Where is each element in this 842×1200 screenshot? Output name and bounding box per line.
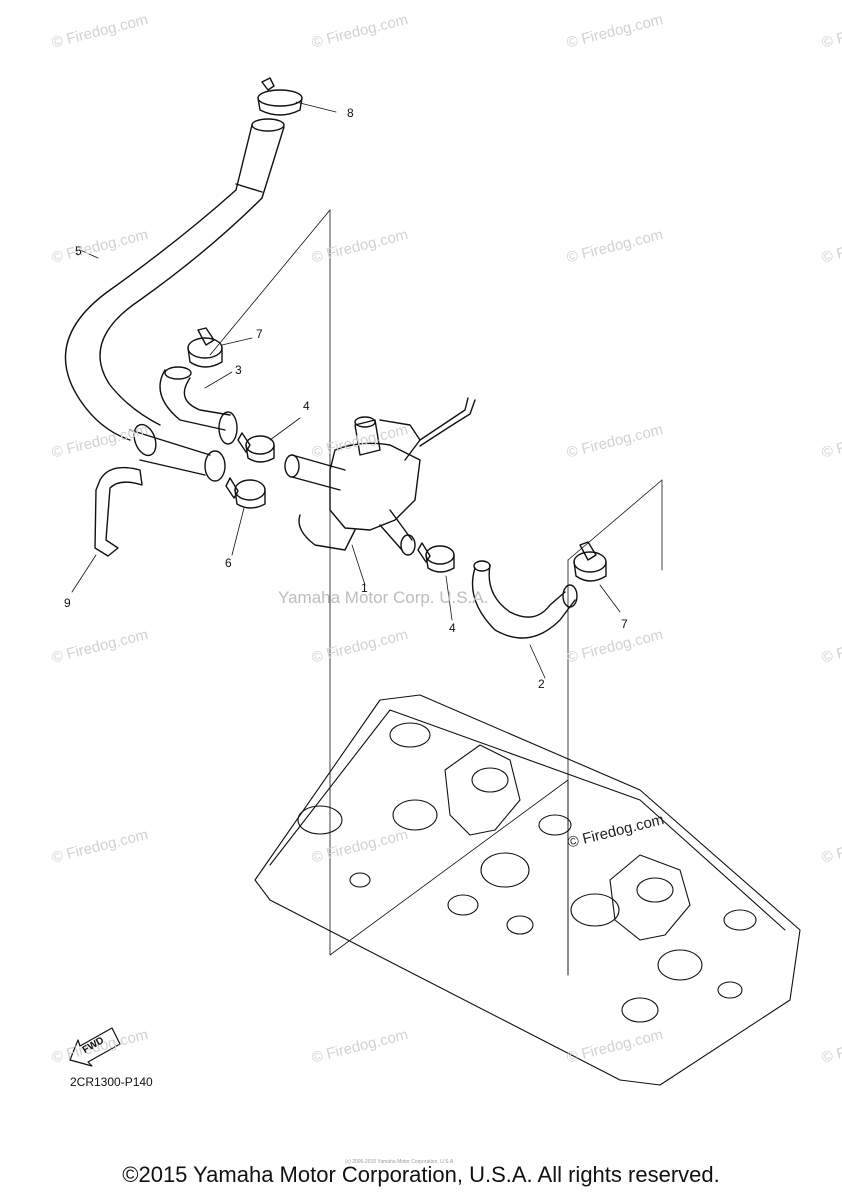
cylinder-head bbox=[254, 694, 801, 1086]
clamp-part-7b bbox=[573, 541, 621, 613]
callout-2: 2 bbox=[538, 677, 545, 691]
callout-9: 9 bbox=[64, 596, 71, 610]
callout-5: 5 bbox=[75, 244, 82, 258]
hose-part-5 bbox=[64, 118, 285, 482]
copyright-notice: ©2015 Yamaha Motor Corporation, U.S.A. A… bbox=[122, 1162, 720, 1187]
clamp-part-4 bbox=[237, 417, 301, 463]
hose-part-2 bbox=[471, 560, 578, 679]
callout-7b: 7 bbox=[621, 617, 628, 631]
callout-1: 1 bbox=[361, 581, 368, 595]
diagram-code: 2CR1300-P140 bbox=[70, 1075, 153, 1089]
small-print: (c) 2005-2015 Yamaha Motor Corporation, … bbox=[345, 1159, 455, 1165]
fwd-arrow-icon bbox=[69, 1027, 121, 1067]
bracket-part-9 bbox=[71, 466, 143, 593]
clamp-part-7 bbox=[187, 327, 253, 368]
callout-6: 6 bbox=[225, 556, 232, 570]
clamp-part-6 bbox=[225, 477, 266, 556]
callout-4b: 4 bbox=[449, 621, 456, 635]
callout-4: 4 bbox=[303, 399, 310, 413]
callout-8: 8 bbox=[347, 106, 354, 120]
yamaha-watermark: Yamaha Motor Corp. U.S.A. bbox=[278, 588, 489, 607]
hose-part-3 bbox=[159, 366, 238, 445]
clamp-part-4b bbox=[417, 542, 455, 621]
guide-lines bbox=[209, 209, 663, 976]
valve-part-1 bbox=[284, 397, 476, 586]
callout-7: 7 bbox=[256, 327, 263, 341]
clamp-part-8 bbox=[257, 77, 337, 116]
callout-3: 3 bbox=[235, 363, 242, 377]
